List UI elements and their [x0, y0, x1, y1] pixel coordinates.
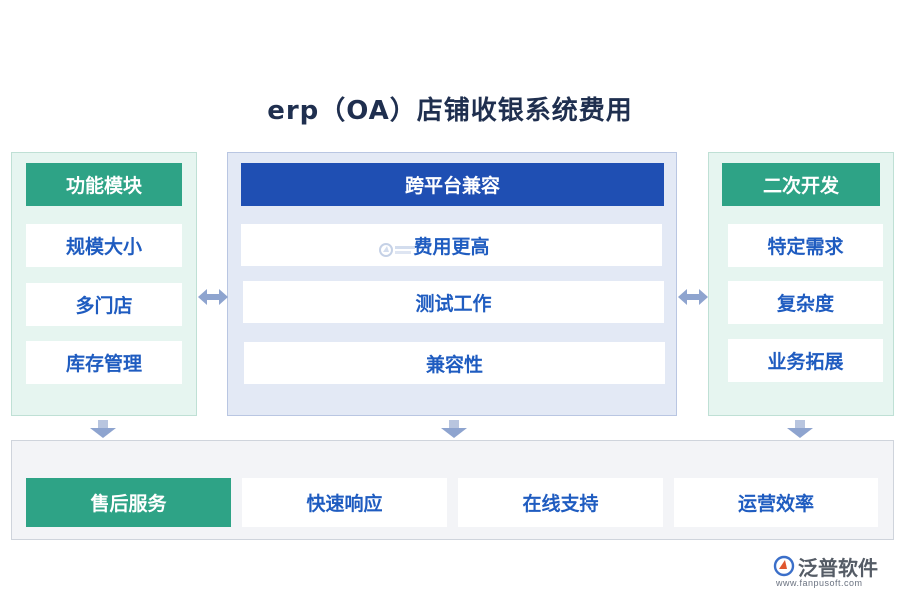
right-item-2: 复杂度: [728, 281, 883, 324]
right-item-1: 特定需求: [728, 224, 883, 267]
brand-url: www.fanpusoft.com: [776, 578, 863, 588]
double-arrow-icon-right: [678, 289, 708, 305]
watermark-logo-icon: [379, 243, 415, 257]
down-arrow-icon-center: [441, 420, 467, 438]
bottom-item-1: 快速响应: [242, 478, 447, 527]
bottom-item-2: 在线支持: [458, 478, 663, 527]
bottom-panel-header: 售后服务: [26, 478, 231, 527]
down-arrow-icon-left: [90, 420, 116, 438]
right-panel-header: 二次开发: [722, 163, 880, 206]
center-item-2: 测试工作: [243, 281, 664, 323]
brand-logo-icon: [773, 555, 795, 577]
brand-name: 泛普软件: [798, 556, 878, 580]
left-panel-header: 功能模块: [26, 163, 182, 206]
center-item-3: 兼容性: [244, 342, 665, 384]
center-item-1: 费用更高: [241, 224, 662, 266]
center-panel-header: 跨平台兼容: [241, 163, 664, 206]
diagram-title: erp（OA）店铺收银系统费用: [267, 96, 633, 126]
brand-logo: 泛普软件 www.fanpusoft.com: [772, 552, 892, 592]
bottom-item-3: 运营效率: [674, 478, 878, 527]
double-arrow-icon-left: [198, 289, 228, 305]
left-item-3: 库存管理: [26, 341, 182, 384]
left-item-1: 规模大小: [26, 224, 182, 267]
down-arrow-icon-right: [787, 420, 813, 438]
left-item-2: 多门店: [26, 283, 182, 326]
right-item-3: 业务拓展: [728, 339, 883, 382]
